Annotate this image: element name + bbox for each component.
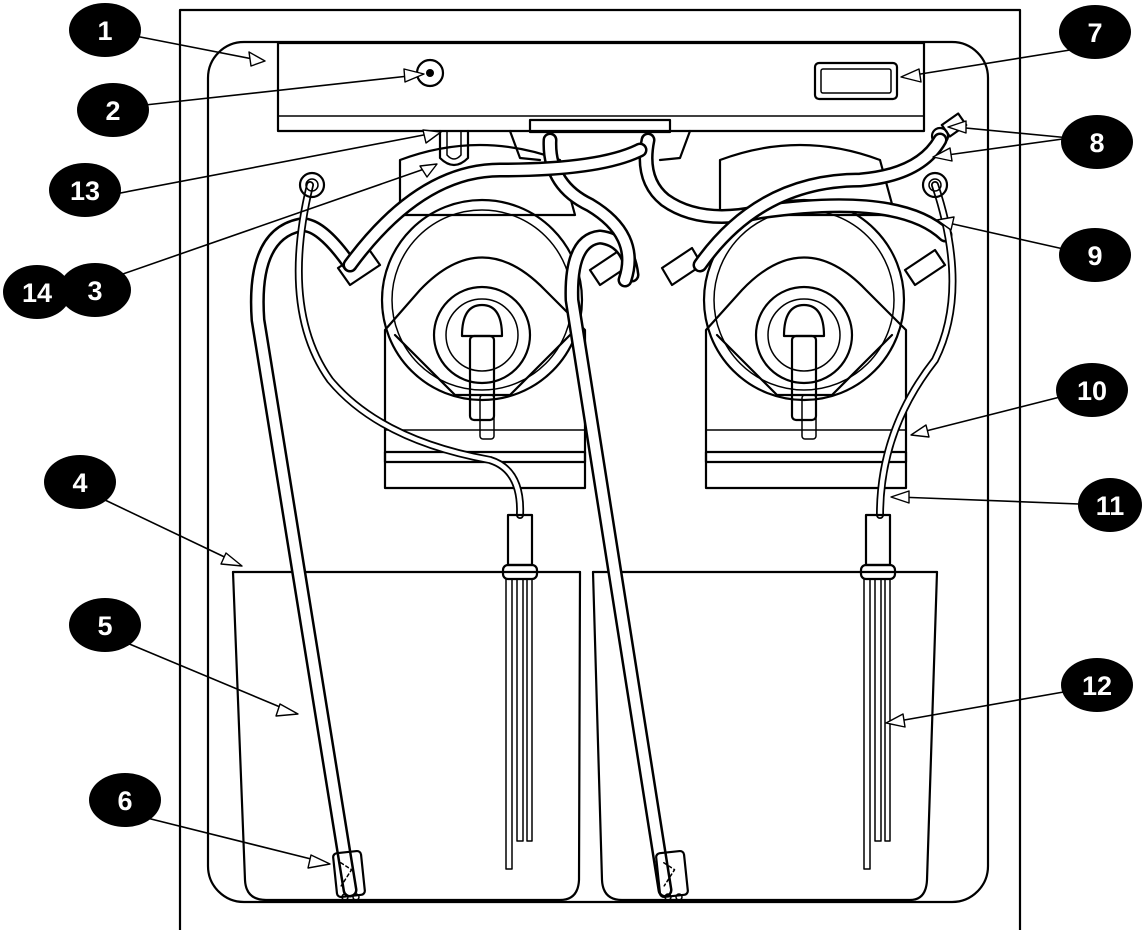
callout-11: 11 [1078,478,1142,532]
callout-9: 9 [1059,228,1131,282]
callout-7: 7 [1059,5,1131,59]
callout-1: 1 [69,3,141,57]
drain-loop [438,129,470,167]
display-window [813,61,899,101]
container-right [591,570,939,902]
svg-text:5: 5 [97,611,112,641]
callout-3: 3 [59,263,131,317]
callout-6: 6 [89,773,161,827]
callout-2: 2 [77,83,149,137]
svg-text:10: 10 [1077,376,1107,406]
supply-tubes [249,132,953,898]
leader-arrowheads [220,51,967,869]
callout-12: 12 [1061,658,1133,712]
svg-text:4: 4 [72,468,87,498]
pump-right [660,143,947,490]
foot-valve-left [332,849,366,901]
callout-5: 5 [69,598,141,652]
callout-14: 14 [3,265,71,319]
pickup-wand-left [501,513,539,870]
svg-text:9: 9 [1087,241,1102,271]
foot-valve-right [655,849,689,901]
svg-text:12: 12 [1082,671,1112,701]
svg-text:1: 1 [97,16,112,46]
callout-8: 8 [1061,115,1133,169]
control-box [276,41,926,162]
callout-4: 4 [44,455,116,509]
leader-lines [104,34,1106,863]
svg-text:2: 2 [105,96,120,126]
svg-text:14: 14 [22,278,52,308]
svg-text:7: 7 [1087,18,1102,48]
callout-13: 13 [49,163,121,217]
svg-text:3: 3 [87,276,102,306]
svg-text:6: 6 [117,786,132,816]
callout-badges: 1 2 3 4 5 6 7 8 [3,3,1142,827]
pickup-hoses [294,171,957,519]
callout-10: 10 [1056,363,1128,417]
svg-text:8: 8 [1089,128,1104,158]
svg-text:11: 11 [1096,491,1125,521]
cabinet-outer-frame [178,8,1022,932]
container-left [231,570,582,902]
pickup-wand-right [859,513,897,870]
svg-text:13: 13 [70,176,100,206]
